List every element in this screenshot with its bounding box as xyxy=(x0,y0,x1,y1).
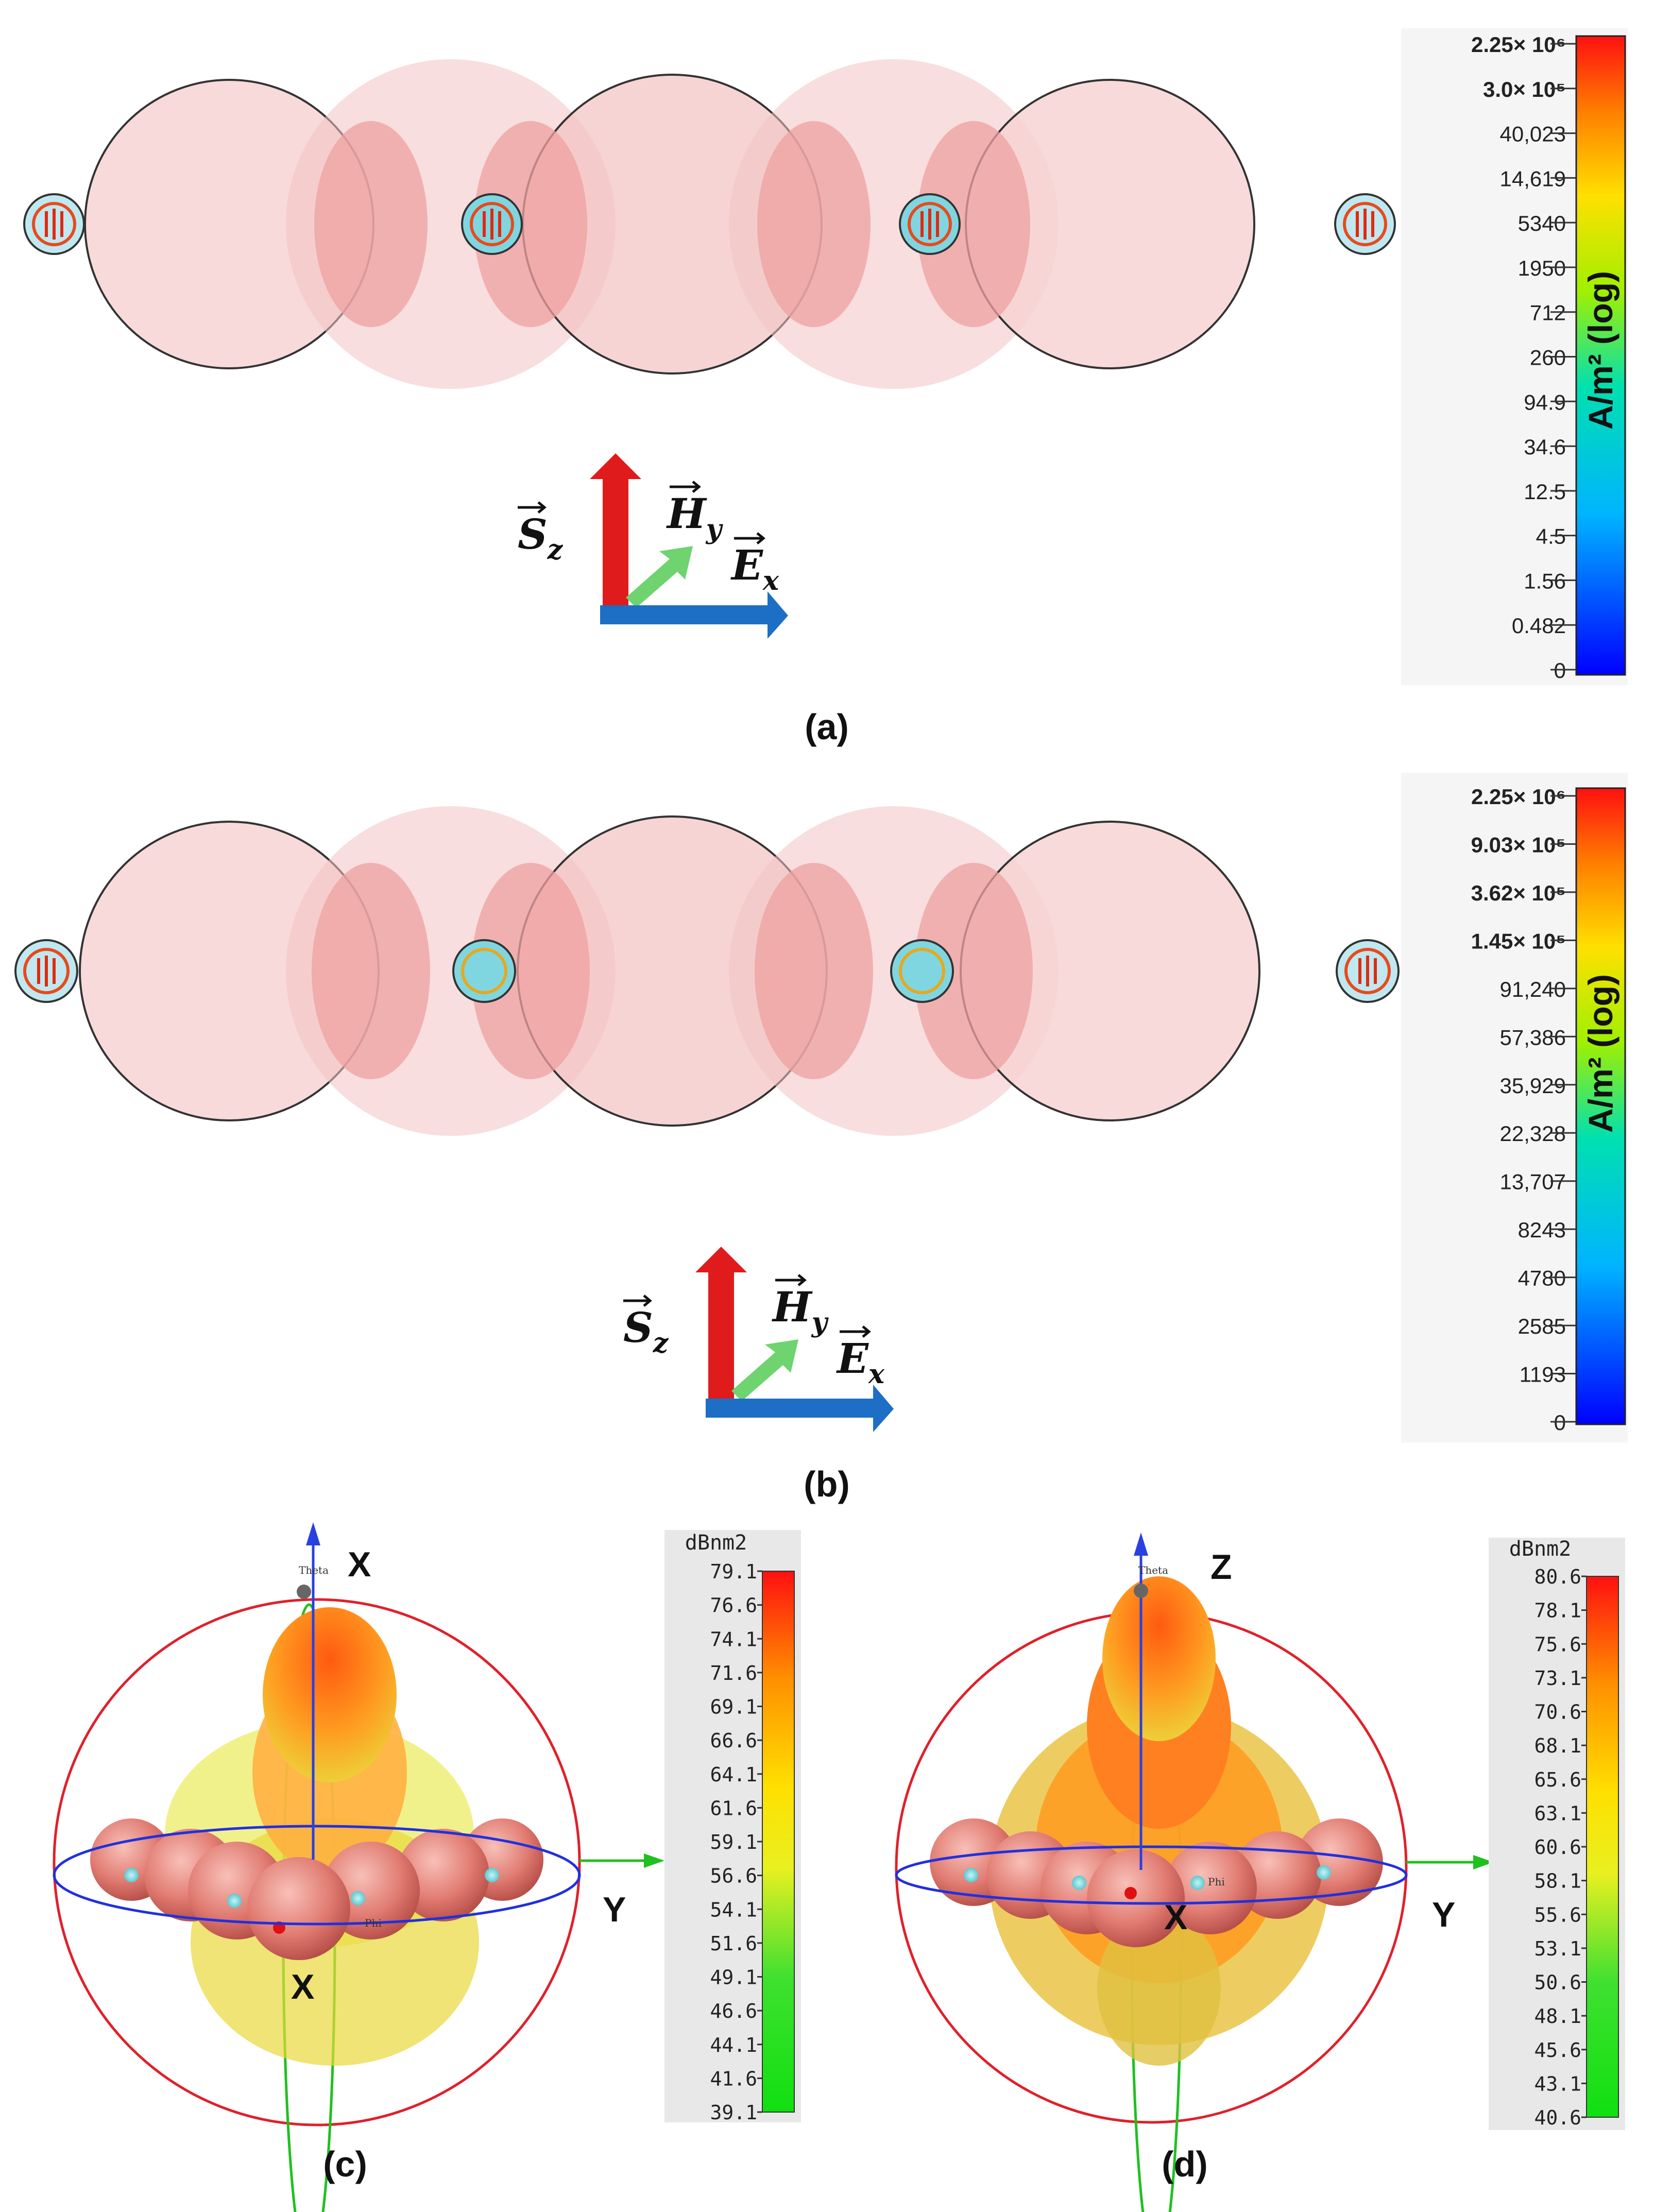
panel-b: Sz Hy Ex 2.25× 10⁶ 9.03× 10⁵ 3.62× 10⁵ 1.45… xyxy=(14,773,1628,1504)
c-colorbar-tick-label: 64.1 xyxy=(710,1763,757,1786)
c-colorbar-tick-label: 69.1 xyxy=(710,1696,757,1718)
sphere-chain-b xyxy=(79,806,1260,1136)
current-ring-a-3 xyxy=(899,193,961,255)
d-colorbar-tick-label: 60.6 xyxy=(1534,1836,1581,1859)
c-colorbar-tick-label: 74.1 xyxy=(710,1628,757,1651)
d-colorbar-tick-label: 50.6 xyxy=(1534,1971,1581,1994)
panel-c: Theta Phi X Y X dBnm2 79.1 76.6 74.1 71.6 69… xyxy=(53,1522,801,2212)
h-vector-label-b: Hy xyxy=(772,1283,829,1338)
c-colorbar-tick-label: 56.6 xyxy=(710,1865,757,1887)
b-colorbar-tick-label: 9.03× 10⁵ xyxy=(1471,832,1566,857)
z-axis-arrow-d xyxy=(1134,1533,1148,1556)
d-colorbar-tick-label: 43.1 xyxy=(1534,2072,1581,2095)
c-colorbar-tick-label: 39.1 xyxy=(710,2101,757,2124)
current-ring-a-4 xyxy=(1334,193,1396,255)
d-colorbar-tick-label: 80.6 xyxy=(1534,1566,1581,1588)
axis-arrows-a: Sz Hy Ex xyxy=(518,453,788,639)
sphere-array-c xyxy=(90,1818,543,1960)
c-colorbar-tick-label: 61.6 xyxy=(710,1797,757,1819)
colorbar-unit-c: dBnm2 xyxy=(685,1531,747,1555)
z-axis-arrow-c xyxy=(306,1522,320,1545)
current-ring-b-2 xyxy=(452,939,516,1003)
panel-label-c: (c) xyxy=(323,2144,367,2184)
c-colorbar-tick-label: 46.6 xyxy=(710,2000,757,2022)
e-vector-label-a: Ex xyxy=(730,541,779,597)
sphere-array-d xyxy=(930,1818,1383,1947)
panel-label-a: (a) xyxy=(805,707,849,747)
rcs-lobes-d xyxy=(989,1576,1329,2066)
c-colorbar-tick-label: 66.6 xyxy=(710,1729,757,1752)
axis-front-label-c: X xyxy=(291,1967,314,2006)
phi-label-c: Phi xyxy=(365,1917,382,1929)
s-vector-label-a: Sz xyxy=(518,510,564,566)
c-colorbar-tick-label: 71.6 xyxy=(710,1662,757,1684)
red-ring-c xyxy=(53,1598,581,2126)
a-colorbar-tick-label: 2.25× 10⁶ xyxy=(1471,32,1566,57)
colorbar-unit-a: A/m² (log) xyxy=(1581,271,1619,430)
axis-top-label-c: X xyxy=(348,1545,371,1584)
c-colorbar-tick-label: 51.6 xyxy=(710,1932,757,1955)
axis-front-label-d: X xyxy=(1164,1898,1187,1937)
current-ring-b-1 xyxy=(14,939,78,1003)
sphere-chain-a xyxy=(84,59,1255,389)
c-colorbar-tick-label: 54.1 xyxy=(710,1898,757,1921)
b-colorbar-tick-label: 3.62× 10⁵ xyxy=(1471,881,1566,905)
y-axis-arrow-d xyxy=(1473,1855,1494,1869)
colorbar-unit-d: dBnm2 xyxy=(1509,1537,1571,1561)
current-ring-b-3 xyxy=(890,939,954,1003)
c-colorbar-tick-label: 44.1 xyxy=(710,2034,757,2056)
d-colorbar-tick-label: 73.1 xyxy=(1534,1667,1581,1690)
d-colorbar-tick-label: 68.1 xyxy=(1534,1734,1581,1757)
c-colorbar-tick-label: 41.6 xyxy=(710,2067,757,2090)
d-colorbar-tick-label: 55.6 xyxy=(1534,1903,1581,1926)
d-colorbar-tick-label: 75.6 xyxy=(1534,1633,1581,1656)
theta-label-c: Theta xyxy=(299,1564,329,1576)
colorbar-unit-b: A/m² (log) xyxy=(1581,974,1619,1133)
blue-ring-d xyxy=(895,1845,1408,1905)
axis-top-label-d: Z xyxy=(1210,1547,1232,1587)
panel-label-d: (d) xyxy=(1162,2144,1207,2184)
colorbar-d: dBnm2 80.6 78.1 75.6 73.1 70.6 68.1 65.6 63.1 60… xyxy=(1489,1537,1625,2130)
d-colorbar-tick-label: 53.1 xyxy=(1534,1937,1581,1960)
panel-d: Theta Phi Z Y X dBnm2 80.6 78.1 75.6 73.1 70… xyxy=(895,1533,1625,2212)
y-axis-arrow-c xyxy=(644,1853,664,1868)
b-colorbar-tick-label: 1.45× 10⁵ xyxy=(1471,929,1566,953)
axis-right-label-d: Y xyxy=(1432,1895,1455,1934)
h-vector-label-a: Hy xyxy=(666,489,724,545)
d-colorbar-tick-label: 78.1 xyxy=(1534,1600,1581,1622)
c-colorbar-tick-label: 76.6 xyxy=(710,1594,757,1617)
axis-right-label-c: Y xyxy=(603,1890,626,1929)
d-colorbar-tick-label: 65.6 xyxy=(1534,1768,1581,1791)
e-vector-label-b: Ex xyxy=(836,1334,885,1390)
b-colorbar-tick-label: 2.25× 10⁶ xyxy=(1471,785,1566,809)
blue-ring-c xyxy=(53,1825,581,1926)
s-vector-label-b: Sz xyxy=(623,1303,669,1359)
d-colorbar-tick-label: 48.1 xyxy=(1534,2005,1581,2028)
c-colorbar-tick-label: 59.1 xyxy=(710,1831,757,1853)
d-colorbar-tick-label: 40.6 xyxy=(1534,2106,1581,2129)
axis-arrows-b: Sz Hy Ex xyxy=(623,1247,894,1432)
colorbar-c: dBnm2 79.1 76.6 74.1 71.6 69.1 66.6 64.1 61.6 59… xyxy=(664,1530,801,2124)
c-colorbar-tick-label: 79.1 xyxy=(710,1560,757,1583)
d-colorbar-tick-label: 58.1 xyxy=(1534,1870,1581,1893)
panel-label-b: (b) xyxy=(804,1464,849,1504)
d-colorbar-tick-label: 70.6 xyxy=(1534,1701,1581,1724)
d-colorbar-tick-label: 45.6 xyxy=(1534,2039,1581,2062)
phi-label-d: Phi xyxy=(1208,1876,1225,1888)
current-ring-a-1 xyxy=(23,193,85,255)
theta-label-d: Theta xyxy=(1138,1564,1168,1576)
d-colorbar-tick-label: 63.1 xyxy=(1534,1802,1581,1825)
current-ring-a-2 xyxy=(461,193,523,255)
c-colorbar-tick-label: 49.1 xyxy=(710,1966,757,1989)
current-ring-b-4 xyxy=(1336,939,1400,1003)
